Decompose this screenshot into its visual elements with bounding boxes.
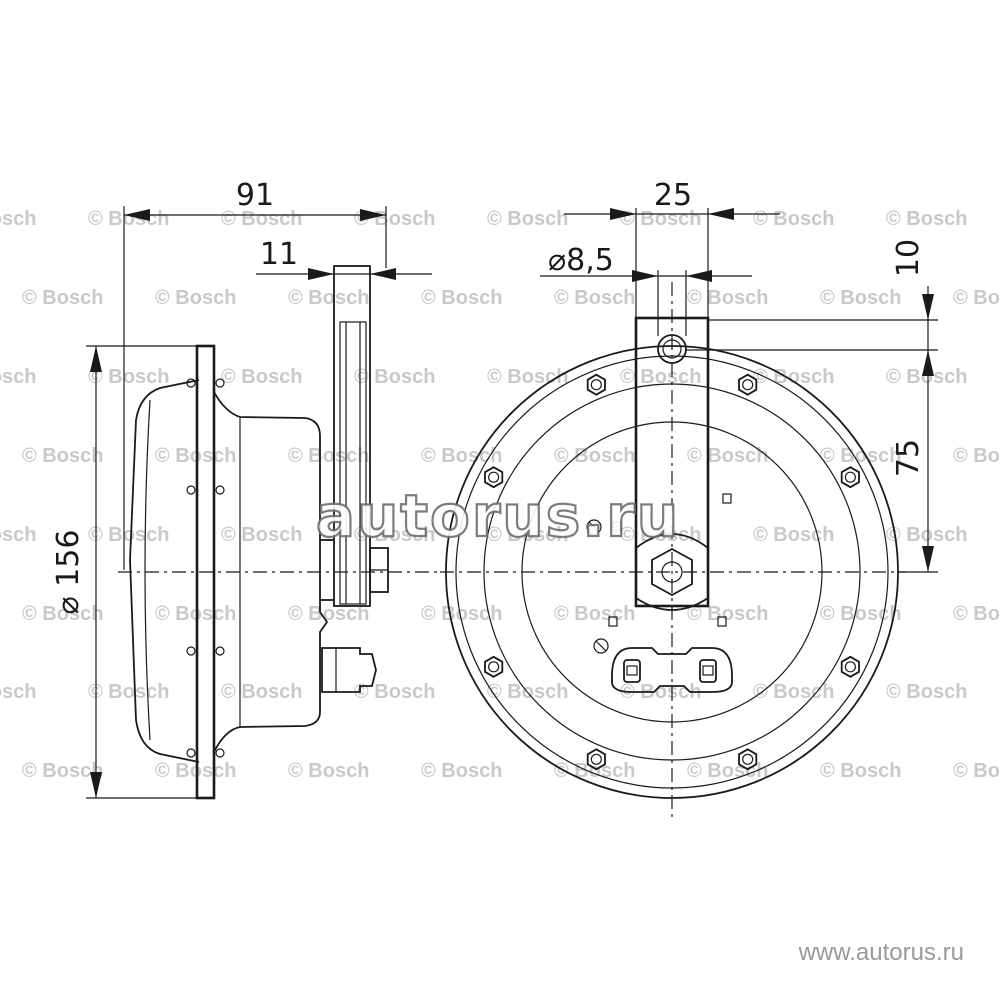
rim-bolt: [840, 466, 860, 489]
bosch-watermark-text: © Bosch: [953, 445, 1000, 467]
rim-bolt: [484, 466, 504, 489]
bosch-watermark-text: © Bosch: [421, 760, 502, 782]
bosch-watermark-text: © Bosch: [554, 287, 635, 309]
rim-bolt: [738, 373, 758, 396]
flange-plate: [195, 344, 216, 800]
bosch-watermark-text: © Bosch: [687, 287, 768, 309]
bosch-watermark-layer: © Bosch © Bosch © Bosch © Bosch © Bosch © Bos…: [0, 208, 1000, 782]
bosch-watermark-text: © Bosch: [88, 208, 169, 230]
bosch-watermark-text: © Bosch: [687, 760, 768, 782]
rim-bolt: [484, 655, 504, 678]
bosch-watermark-text: © Bosch: [288, 760, 369, 782]
bosch-watermark-text: © Bosch: [22, 287, 103, 309]
bosch-watermark-text: © Bosch: [288, 287, 369, 309]
bosch-watermark-text: © Bosch: [953, 287, 1000, 309]
dim-center-height: 75: [891, 439, 926, 477]
bosch-watermark-text: © Bosch: [221, 366, 302, 388]
bosch-watermark-text: © Bosch: [0, 524, 36, 546]
autorus-url: www.autorus.ru: [798, 939, 964, 966]
bosch-watermark-text: © Bosch: [22, 445, 103, 467]
bosch-watermark-text: © Bosch: [421, 603, 502, 625]
bosch-watermark-text: © Bosch: [687, 603, 768, 625]
bosch-watermark-text: © Bosch: [221, 681, 302, 703]
bosch-watermark-text: © Bosch: [22, 760, 103, 782]
autorus-watermark: autorus.ru: [316, 482, 680, 550]
dim-bracket-thickness: 11: [260, 237, 298, 272]
bosch-watermark-text: © Bosch: [354, 524, 435, 546]
bosch-watermark-text: © Bosch: [820, 603, 901, 625]
dim-hole-diameter: ⌀8,5: [548, 243, 614, 278]
bosch-watermark-text: © Bosch: [487, 524, 568, 546]
dim-bracket-width: 25: [654, 178, 692, 213]
bosch-watermark-text: © Bosch: [620, 366, 701, 388]
bosch-watermark-text: © Bosch: [22, 603, 103, 625]
bosch-watermark-text: © Bosch: [88, 524, 169, 546]
bosch-watermark-text: © Bosch: [0, 366, 36, 388]
bosch-watermark-text: © Bosch: [155, 287, 236, 309]
bosch-watermark-text: © Bosch: [288, 445, 369, 467]
bosch-watermark-text: © Bosch: [487, 208, 568, 230]
bosch-watermark-text: © Bosch: [820, 287, 901, 309]
bosch-watermark-text: © Bosch: [953, 603, 1000, 625]
bosch-watermark-text: © Bosch: [0, 681, 36, 703]
bosch-watermark-text: © Bosch: [88, 681, 169, 703]
dim-overall-depth: 91: [236, 178, 274, 213]
bosch-watermark-text: © Bosch: [753, 524, 834, 546]
rim-bolt: [586, 373, 606, 396]
bosch-watermark-text: © Bosch: [886, 524, 967, 546]
bosch-watermark-text: © Bosch: [753, 681, 834, 703]
side-view: 91 11 ⌀ 156: [51, 178, 440, 800]
bosch-watermark-text: © Bosch: [886, 366, 967, 388]
bosch-watermark-text: © Bosch: [421, 287, 502, 309]
bosch-watermark-text: © Bosch: [221, 208, 302, 230]
bosch-watermark-text: © Bosch: [221, 524, 302, 546]
bosch-watermark-text: © Bosch: [354, 681, 435, 703]
dim-diameter: ⌀ 156: [51, 530, 86, 615]
rim-bolt: [840, 655, 860, 678]
bosch-watermark-text: © Bosch: [88, 366, 169, 388]
bosch-watermark-text: © Bosch: [820, 445, 901, 467]
bosch-watermark-text: © Bosch: [554, 445, 635, 467]
bosch-watermark-text: © Bosch: [554, 603, 635, 625]
bosch-watermark-text: © Bosch: [354, 366, 435, 388]
bosch-watermark-text: © Bosch: [886, 208, 967, 230]
bosch-watermark-text: © Bosch: [0, 208, 36, 230]
bosch-watermark-text: © Bosch: [753, 208, 834, 230]
bosch-watermark-text: © Bosch: [953, 760, 1000, 782]
mounting-bracket: [333, 265, 371, 607]
rim-bolts: [484, 373, 860, 771]
bosch-watermark-text: © Bosch: [288, 603, 369, 625]
rim-bolt: [738, 748, 758, 771]
bosch-watermark-text: © Bosch: [886, 681, 967, 703]
dim-hole-offset: 10: [891, 239, 926, 277]
rim-bolt: [586, 748, 606, 771]
bosch-watermark-text: © Bosch: [753, 366, 834, 388]
bosch-watermark-text: © Bosch: [820, 760, 901, 782]
front-view: 25 ⌀8,5 10 75: [440, 178, 938, 818]
